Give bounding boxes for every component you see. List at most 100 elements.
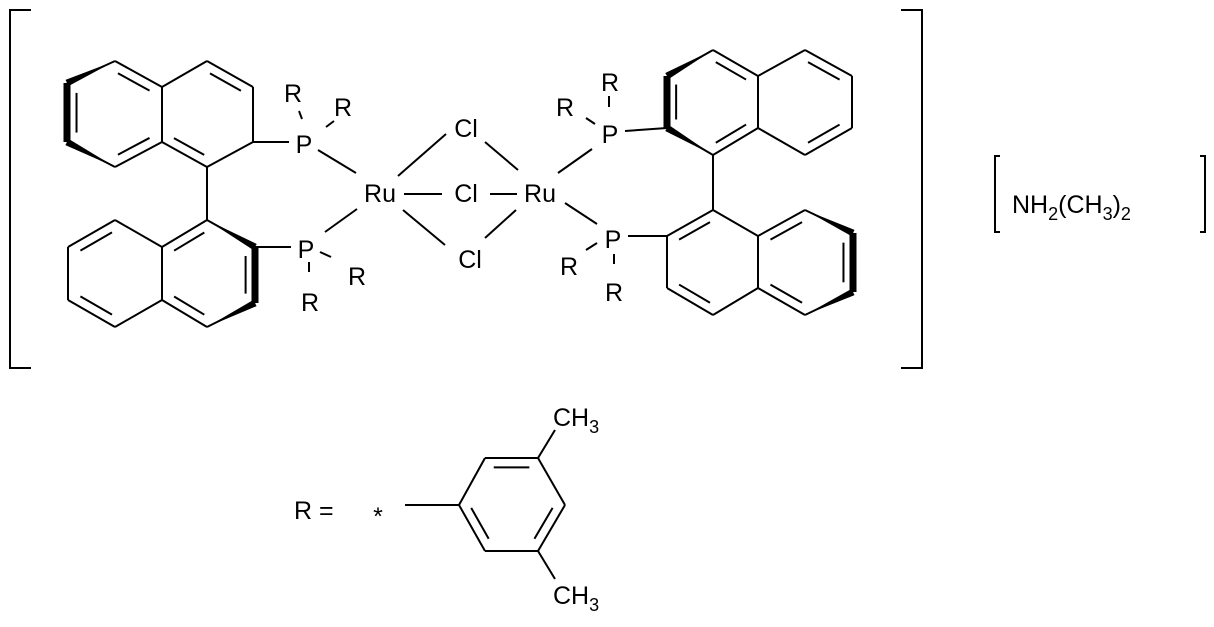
p-r-bond (325, 120, 335, 128)
naphthalene-ring-bond (161, 141, 208, 168)
r-group-label: R (284, 80, 302, 108)
wedge-bond (805, 288, 855, 315)
naphthalene-ring-double-bond (173, 231, 205, 252)
p-ru-bond (317, 149, 357, 174)
r-group-label: R (601, 69, 619, 97)
naphthalene-ring-bond (161, 299, 208, 328)
naphthalene-ring-double-bond (715, 123, 747, 144)
r-group-label: R (560, 253, 578, 281)
r-definition-label: R = (294, 497, 334, 525)
aryl-ring-bond (537, 457, 566, 506)
p-r-bond (319, 251, 332, 258)
chloride-middle-label: Cl (454, 180, 478, 208)
naphthalene-ring-bond (666, 209, 714, 237)
ru-cl-bond (402, 209, 446, 246)
naphthalene-ring-bond (757, 209, 806, 237)
r-group-label: R (301, 289, 319, 317)
ru-cl-bond (397, 133, 447, 177)
naphthalene-ring-double-bond (807, 61, 841, 81)
aryl-ring-bond (458, 504, 486, 552)
left-square-bracket (9, 9, 31, 369)
naphthalene-ring-double-bond (769, 221, 803, 241)
r-group-label: R (605, 279, 623, 307)
naphthalene-ring-bond (114, 141, 163, 168)
counterion-left-bracket (994, 155, 1000, 233)
bold-bond (63, 83, 71, 142)
naphthalene-ring-double-bond (173, 295, 205, 316)
ruthenium-left-label: Ru (364, 180, 396, 208)
aryl-ring-double-bond (533, 507, 554, 540)
p-r-bond (298, 110, 303, 120)
bold-bond (663, 76, 671, 128)
naphthalene-ring-double-bond (79, 231, 113, 252)
naphthalene-ring-bond (114, 299, 163, 328)
bonds (63, 49, 857, 580)
bold-bond (849, 233, 857, 292)
naphthalene-ring-bond (67, 219, 116, 248)
ru-cl-bond (484, 209, 517, 239)
naphthalene-ring-bond (712, 209, 759, 237)
counterion-formula: NH2(CH3)2 (1012, 191, 1131, 224)
attachment-point-asterisk: * (373, 503, 383, 531)
wedge-bond (65, 138, 115, 167)
naphthalene-ring-bond (712, 127, 759, 156)
bold-bond (251, 247, 259, 303)
aryl-ring-bond (537, 504, 566, 552)
p-r-bond (585, 242, 598, 251)
phosphorus-lower-right-label: P (605, 226, 622, 254)
naphthalene-ring-double-bond (678, 221, 711, 241)
naphthalene-ring-bond (666, 287, 714, 316)
naphthalene-ring-bond (161, 219, 208, 248)
naphthalene-ring-bond (757, 287, 806, 316)
naphthalene-ring-bond (757, 127, 806, 156)
naphthalene-ring-double-bond (117, 137, 150, 156)
naphthalene-ring-bond (804, 49, 853, 77)
wedge-bond (207, 220, 257, 251)
naphthalene-ring-double-bond (715, 61, 747, 81)
aryl-ring-double-bond (470, 507, 490, 540)
methyl-bond (537, 550, 556, 580)
naphthalene-ring-bond (804, 127, 853, 156)
wedge-bond (805, 210, 855, 237)
ruthenium-right-label: Ru (524, 180, 556, 208)
phosphorus-upper-right-label: P (602, 121, 619, 149)
naphthalene-ring-bond (114, 219, 163, 248)
methyl-top-label: CH3 (553, 404, 599, 437)
c-p-bond (624, 127, 668, 132)
naphthalene-ring-double-bond (209, 72, 242, 92)
naphthalene-ring-bond (712, 49, 759, 77)
phosphorus-upper-left-label: P (296, 131, 313, 159)
methyl-bond (537, 429, 556, 459)
aryl-ring-bond (458, 457, 486, 506)
naphthalene-ring-bond (206, 141, 254, 168)
p-ru-bond (324, 208, 358, 233)
naphthalene-ring-bond (67, 299, 116, 328)
ru-cl-bond (484, 141, 519, 171)
naphthalene-ring-double-bond (117, 72, 151, 92)
p-ru-bond (564, 202, 598, 225)
wedge-bond (65, 61, 115, 87)
p-ru-bond (557, 148, 593, 174)
wedge-bond (665, 124, 713, 155)
wedge-bond (665, 50, 713, 80)
naphthalene-ring-bond (206, 60, 254, 88)
right-square-bracket (901, 9, 923, 369)
chloride-top-label: Cl (454, 115, 478, 143)
p-r-bond (585, 117, 596, 125)
r-group-label: R (334, 94, 352, 122)
phosphorus-lower-left-label: P (298, 236, 315, 264)
counterion-right-bracket (1200, 155, 1206, 233)
naphthalene-ring-double-bond (678, 283, 711, 304)
naphthalene-ring-bond (161, 60, 208, 88)
r-group-label: R (556, 94, 574, 122)
naphthalene-ring-double-bond (173, 137, 205, 156)
naphthalene-ring-double-bond (769, 283, 803, 304)
naphthalene-ring-bond (114, 60, 163, 88)
naphthalene-ring-double-bond (79, 295, 113, 316)
naphthalene-ring-bond (712, 287, 759, 316)
naphthalene-ring-bond (757, 49, 806, 77)
wedge-bond (207, 299, 257, 327)
naphthalene-ring-double-bond (807, 123, 841, 144)
